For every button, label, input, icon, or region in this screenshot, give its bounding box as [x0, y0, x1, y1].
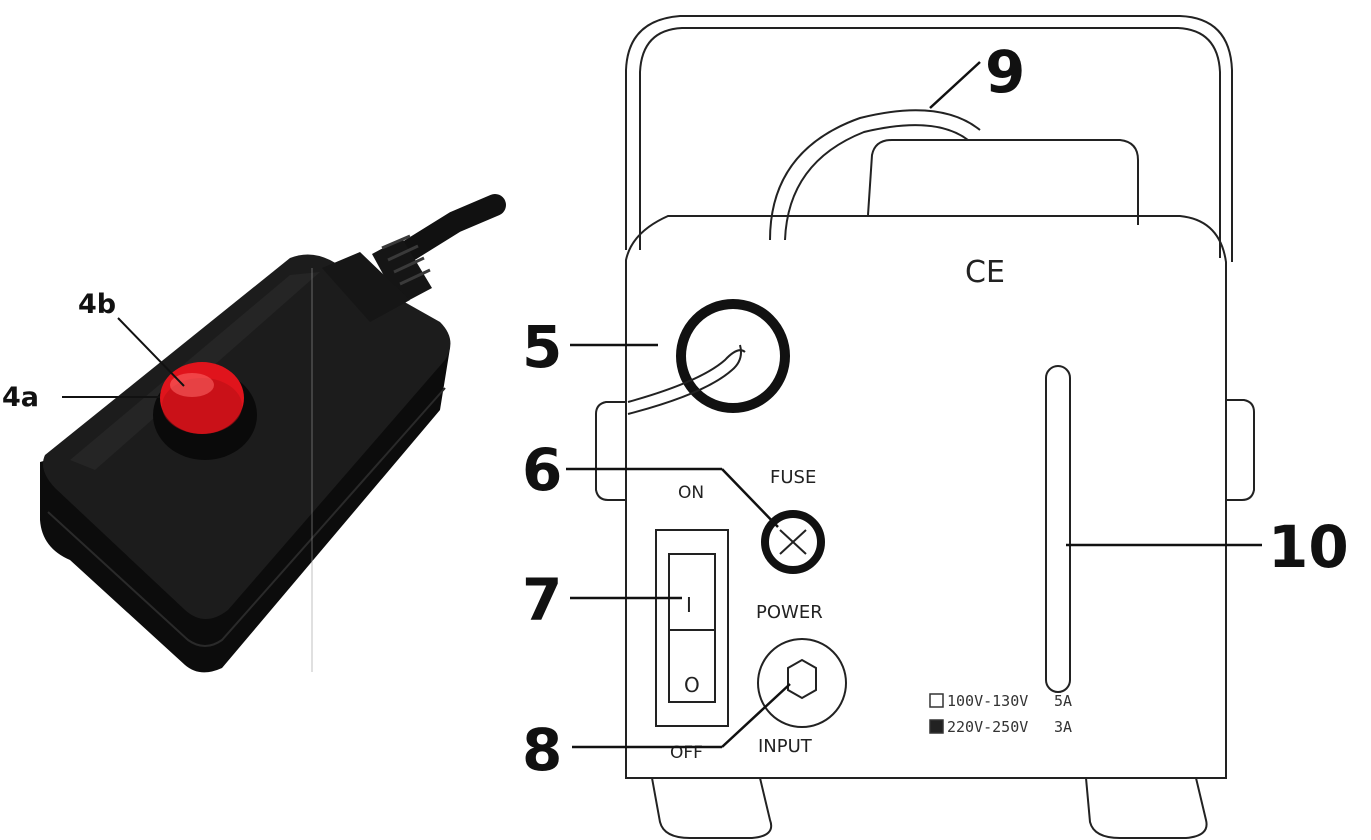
- switch-on-symbol: I: [686, 593, 692, 617]
- power-input-socket[interactable]: [757, 638, 847, 728]
- leader-9: [929, 61, 981, 109]
- right-foot: [1085, 777, 1208, 839]
- power-input-plug: [787, 658, 817, 700]
- level-window: [1045, 365, 1071, 693]
- input-label: INPUT: [758, 736, 813, 757]
- callout-6: 6: [522, 436, 562, 504]
- tank: [867, 139, 1139, 225]
- rating-2-current: 3A: [1054, 718, 1072, 736]
- strain-relief: [372, 234, 432, 305]
- remote-cable: [399, 194, 506, 261]
- leader-4b: [117, 317, 185, 387]
- switch-plate: [655, 529, 729, 727]
- power-label: POWER: [756, 602, 823, 623]
- output-tube: [627, 349, 746, 403]
- left-foot: [651, 777, 773, 839]
- left-side-tab: [595, 401, 626, 501]
- hose-loop: [769, 109, 981, 241]
- callout-5: 5: [522, 313, 562, 381]
- callout-4b: 4b: [78, 289, 116, 320]
- housing: [625, 215, 1227, 779]
- callout-8: 8: [522, 716, 562, 784]
- rating-2-range: 220V-250V: [947, 718, 1028, 736]
- right-side-tab: [1226, 399, 1255, 501]
- rating-1-current: 5A: [1054, 692, 1072, 710]
- fuse-label: FUSE: [770, 467, 816, 488]
- rating-checkbox-1: [929, 693, 944, 708]
- output-nozzle: [676, 299, 790, 413]
- fuse-holder[interactable]: [761, 510, 825, 574]
- remote-control: 4b 4a: [2, 194, 506, 673]
- callout-4a: 4a: [2, 382, 39, 413]
- callout-10: 10: [1268, 513, 1349, 581]
- remote-cable-hood: [322, 252, 410, 322]
- ce-mark: CE: [965, 255, 1005, 290]
- voltage-ratings: 100V-130V 5A 220V-250V 3A: [929, 692, 1072, 736]
- callout-7: 7: [522, 566, 562, 634]
- callout-9: 9: [985, 38, 1025, 106]
- rating-checkbox-2: [929, 719, 944, 734]
- switch-on-label: ON: [678, 483, 704, 503]
- switch-off-symbol: O: [684, 673, 700, 697]
- power-switch[interactable]: [668, 553, 716, 703]
- handle-frame: [625, 15, 1233, 262]
- rating-1-range: 100V-130V: [947, 692, 1028, 710]
- fog-machine-unit: CE FUSE ON I O OFF POWER INPUT 100V-130V…: [522, 15, 1349, 839]
